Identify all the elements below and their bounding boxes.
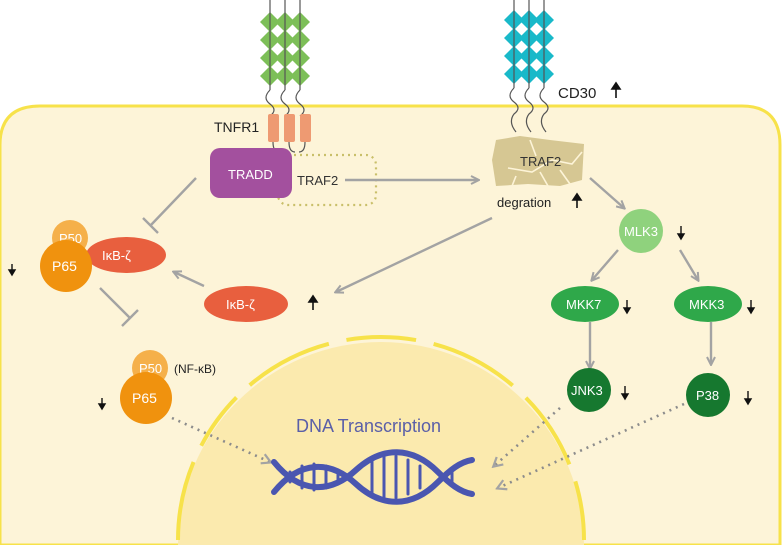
mkk7-down-arrow-icon <box>622 300 632 315</box>
mlk3-circle <box>619 209 663 253</box>
ikb-complex-oval <box>86 237 166 273</box>
jnk3-circle <box>567 368 611 412</box>
cd30-stems <box>509 0 549 133</box>
mkk3-label: MKK3 <box>689 297 724 312</box>
tradd-box <box>210 148 292 198</box>
p65-top-down-arrow-icon <box>7 264 17 277</box>
mkk3-down-arrow-icon <box>746 300 756 315</box>
p65-top-circle <box>40 240 92 292</box>
dna-helix-icon <box>271 449 475 505</box>
nucleus <box>178 342 584 545</box>
degration-up-arrow-icon <box>571 192 583 208</box>
traf2-complex-label: TRAF2 <box>297 173 338 188</box>
cd30-label: CD30 <box>558 85 596 102</box>
ikb-free-up-arrow-icon <box>307 294 319 310</box>
dna-transcription-label: DNA Transcription <box>296 416 441 436</box>
p38-down-arrow-icon <box>743 391 753 406</box>
jnk3-label: JNK3 <box>571 383 603 398</box>
p65-bottom-label: P65 <box>132 390 157 406</box>
cell-membrane <box>0 104 782 545</box>
traf2-degraded-block <box>492 136 584 187</box>
cd30-up-arrow-icon <box>610 81 622 98</box>
jnk3-down-arrow-icon <box>620 386 630 401</box>
ikb-complex-label: IκB-ζ <box>102 248 131 263</box>
p38-label: P38 <box>696 388 719 403</box>
inhibition-arrows <box>99 177 197 327</box>
tnfr1-transmembrane <box>268 114 311 142</box>
p65-bottom-down-arrow-icon <box>97 398 107 411</box>
p38-circle <box>686 373 730 417</box>
nfkb-label: (NF-κB) <box>174 362 216 376</box>
tradd-label: TRADD <box>228 167 273 182</box>
ikb-free-oval <box>204 286 288 322</box>
p65-bottom-circle <box>120 372 172 424</box>
mkk7-oval <box>551 286 619 322</box>
activation-arrows <box>174 178 711 368</box>
nuclear-envelope <box>176 335 586 541</box>
degration-label: degration <box>497 195 551 210</box>
tnfr1-label: TNFR1 <box>214 119 259 135</box>
mlk3-down-arrow-icon <box>676 226 686 241</box>
tnfr1-stems <box>265 0 305 117</box>
ikb-free-label: IκB-ζ <box>226 297 255 312</box>
traf2-degraded-label: TRAF2 <box>520 154 561 169</box>
p65-top-label: P65 <box>52 258 77 274</box>
mkk7-label: MKK7 <box>566 297 601 312</box>
dotted-arrows-to-dna <box>171 402 685 488</box>
mlk3-label: MLK3 <box>624 224 658 239</box>
mkk3-oval <box>674 286 742 322</box>
